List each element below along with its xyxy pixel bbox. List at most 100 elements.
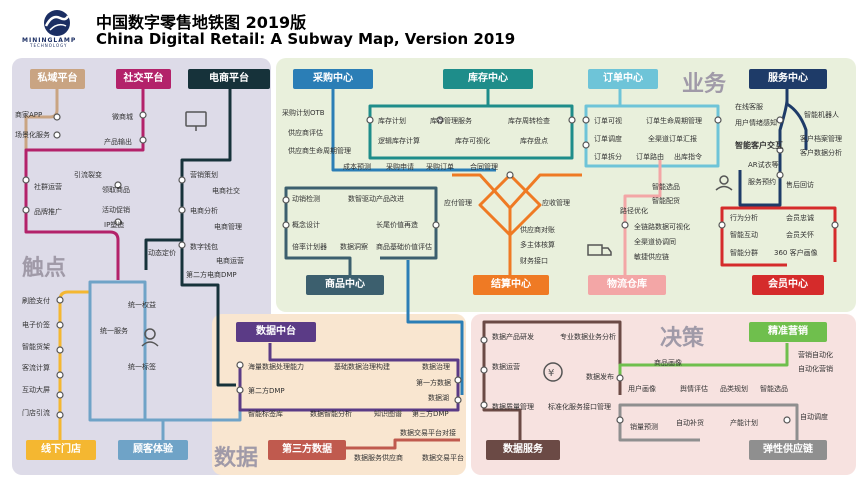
station-dot — [56, 411, 64, 419]
monitor-icon — [185, 111, 207, 127]
line-box-inventory[interactable]: 库存中心 — [443, 69, 533, 89]
page-title-zh: 中国数字零售地铁图 2019版 — [96, 13, 307, 32]
line-box-supply[interactable]: 弹性供应链 — [749, 440, 827, 460]
station-dot — [178, 241, 186, 249]
station-label: 微商城 — [112, 113, 133, 121]
station-label: 数字钱包 — [190, 243, 218, 251]
line-box-social[interactable]: 社交平台 — [116, 69, 171, 89]
station-dot — [454, 376, 462, 384]
station-label: 刷脸支付 — [22, 297, 50, 305]
station-label: 用户画像 — [628, 385, 656, 393]
station-dot — [236, 361, 244, 369]
line-inventory — [368, 88, 574, 160]
station-label: 客流计算 — [22, 364, 50, 372]
station-label: 在线客服 — [735, 103, 763, 111]
station-label: 客户数据分析 — [800, 149, 842, 157]
line-box-goods[interactable]: 商品中心 — [306, 275, 384, 295]
station-dot — [56, 296, 64, 304]
station-dot — [56, 346, 64, 354]
line-box-marketing[interactable]: 精准营销 — [749, 322, 827, 342]
line-box-offline[interactable]: 线下门店 — [26, 440, 96, 460]
station-label: 动销检测 — [292, 195, 320, 203]
line-cx — [88, 280, 242, 440]
station-dot — [568, 116, 576, 124]
station-label: 智能分群 — [730, 249, 758, 257]
station-label: 倍率计划器 — [292, 243, 327, 251]
line-box-settle[interactable]: 结算中心 — [473, 275, 549, 295]
station-label: AR试衣等 — [748, 161, 779, 169]
station-label: 智能配货 — [652, 197, 680, 205]
station-dot — [480, 336, 488, 344]
station-label: 产能计划 — [730, 419, 758, 427]
station-label: 专业数据业务分析 — [560, 333, 616, 341]
line-box-service[interactable]: 服务中心 — [749, 69, 827, 89]
station-label: 出库指令 — [674, 153, 702, 161]
line-box-dataservice[interactable]: 数据服务 — [486, 440, 560, 460]
station-label: 数据交易平台 — [422, 454, 464, 462]
line-box-order[interactable]: 订单中心 — [588, 69, 658, 89]
zone-decision-label: 决策 — [660, 326, 705, 351]
svg-text:¥: ¥ — [548, 368, 554, 379]
station-label: 智能货架 — [22, 343, 50, 351]
station-label: 订单生命周期管理 — [646, 117, 702, 125]
station-dot — [616, 416, 624, 424]
station-dot — [139, 136, 147, 144]
line-box-logistics[interactable]: 物流仓库 — [588, 275, 666, 295]
station-dot — [56, 391, 64, 399]
station-dot — [582, 116, 590, 124]
station-label: 第三方DMP — [412, 410, 449, 418]
station-dot — [582, 141, 590, 149]
station-label: 库存管理服务 — [430, 117, 472, 125]
station-label: 订单拆分 — [594, 153, 622, 161]
zone-data-label: 数据 — [214, 446, 259, 471]
line-ecom — [180, 88, 236, 387]
line-box-datacenter[interactable]: 数据中台 — [236, 322, 316, 342]
station-label: 订单路由 — [636, 153, 664, 161]
station-label: 标准化服务接口管理 — [548, 403, 611, 411]
station-label: 应收管理 — [542, 199, 570, 207]
line-box-cx[interactable]: 顾客体验 — [118, 440, 188, 460]
station-label: 场景化服务 — [15, 131, 50, 139]
station-dot — [776, 171, 784, 179]
station-label: 智能标签库 — [248, 410, 283, 418]
station-label: 品牌推广 — [34, 208, 62, 216]
line-box-private[interactable]: 私域平台 — [30, 69, 85, 89]
station-label: 产品输出 — [104, 138, 132, 146]
station-dot — [22, 206, 30, 214]
station-label: 第一方数据 — [416, 379, 451, 387]
station-label: 供应商评估 — [288, 129, 323, 137]
station-label: 数据交易平台对接 — [400, 429, 456, 437]
line-box-ecom[interactable]: 电商平台 — [188, 69, 270, 89]
line-thirdparty — [320, 438, 460, 450]
station-label: 品类规划 — [720, 385, 748, 393]
station-dot — [53, 131, 61, 139]
line-datacenter — [238, 343, 460, 412]
station-label: 电商社交 — [212, 187, 240, 195]
station-label: 统一权益 — [128, 301, 156, 309]
station-label: 第二方DMP — [248, 387, 285, 395]
station-label: 商品画像 — [654, 359, 682, 367]
station-dot — [480, 366, 488, 374]
station-label: 统一服务 — [100, 327, 128, 335]
line-box-thirdparty[interactable]: 第三方数据 — [268, 440, 346, 460]
station-label: 采购订单 — [426, 163, 454, 171]
line-box-purchase[interactable]: 采购中心 — [293, 69, 373, 89]
station-label: 服务预约 — [748, 178, 776, 186]
station-label: 概念设计 — [292, 221, 320, 229]
station-label: 多主体核算 — [520, 241, 555, 249]
station-label: 电商管理 — [214, 223, 242, 231]
station-label: 售后回访 — [786, 181, 814, 189]
station-label: 敏捷供应链 — [634, 253, 669, 261]
station-label: IP塑造 — [104, 221, 125, 229]
station-label: 社群运营 — [34, 183, 62, 191]
station-dot — [776, 146, 784, 154]
line-offline — [58, 290, 90, 440]
station-label: 会员忠诚 — [786, 214, 814, 222]
station-label: 客户档案管理 — [800, 135, 842, 143]
station-label: 舆情评估 — [680, 385, 708, 393]
mininglamp-logo-icon — [44, 10, 70, 36]
line-box-member[interactable]: 会员中心 — [752, 275, 824, 295]
line-service2 — [785, 88, 808, 150]
line-ecom-branch — [144, 238, 182, 270]
line-supply — [618, 403, 799, 442]
